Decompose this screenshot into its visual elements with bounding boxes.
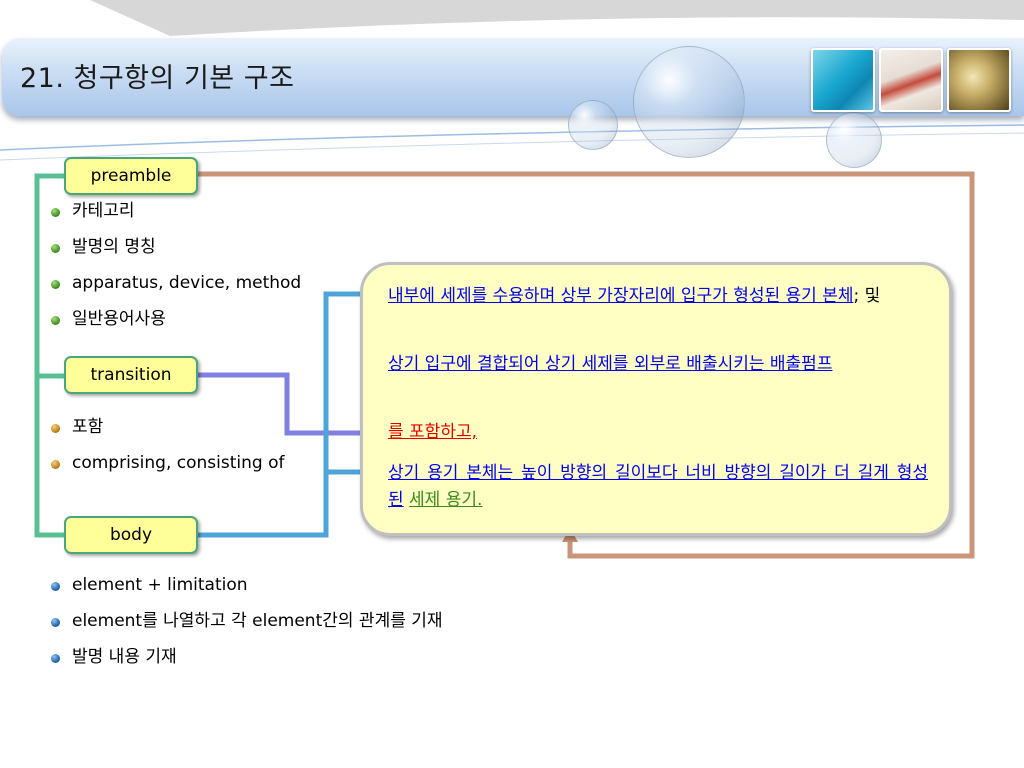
list-item: 발명의 명칭 — [50, 236, 301, 272]
bullet-icon — [51, 460, 60, 469]
claim-element-1: 내부에 세제를 수용하며 상부 가장자리에 입구가 형성된 용기 본체; 및 — [388, 283, 928, 310]
list-item: element + limitation — [50, 574, 443, 610]
body-label: body — [64, 516, 198, 554]
transition-label: transition — [64, 356, 198, 394]
bullet-icon — [51, 280, 60, 289]
list-item: 포함 — [50, 416, 284, 452]
bubble-small — [568, 100, 618, 150]
claim-link-detergent-container[interactable]: 세제 용기. — [409, 490, 483, 510]
claim-element-2: 상기 입구에 결합되어 상기 세제를 외부로 배출시키는 배출펌프 — [388, 351, 928, 378]
bullet-icon — [51, 316, 60, 325]
bullet-icon — [51, 582, 60, 591]
list-item: 카테고리 — [50, 200, 301, 236]
claim-link-discharge-pump[interactable]: 상기 입구에 결합되어 상기 세제를 외부로 배출시키는 배출펌프 — [388, 354, 833, 374]
claim-element-3: 상기 용기 본체는 높이 방향의 길이보다 너비 방향의 길이가 더 길게 형성… — [388, 460, 928, 514]
claim-link-comprising[interactable]: 를 포함하고, — [388, 422, 478, 442]
bullet-icon — [51, 208, 60, 217]
list-item: 일반용어사용 — [50, 308, 301, 344]
bubble-large — [633, 46, 745, 158]
slide-title: 21. 청구항의 기본 구조 — [20, 63, 295, 94]
bubble-right — [826, 112, 882, 168]
claim-transition: 를 포함하고, — [388, 419, 928, 446]
thumbnail-plant — [947, 48, 1011, 112]
bullet-icon — [51, 618, 60, 627]
claim-link-body-shape[interactable]: 상기 용기 본체는 높이 방향의 길이보다 너비 방향의 길이가 더 길게 형성… — [388, 463, 928, 510]
thumbnail-seal — [879, 48, 943, 112]
bullet-icon — [51, 244, 60, 253]
bullet-icon — [51, 424, 60, 433]
bullet-icon — [51, 654, 60, 663]
preamble-label: preamble — [64, 157, 198, 195]
claim-link-container-body[interactable]: 내부에 세제를 수용하며 상부 가장자리에 입구가 형성된 용기 본체 — [388, 286, 854, 306]
thumbnail-fabric — [811, 48, 875, 112]
list-item: element를 나열하고 각 element간의 관계를 기재 — [50, 610, 443, 646]
preamble-list: 카테고리 발명의 명칭 apparatus, device, method 일반… — [50, 200, 301, 344]
list-item: comprising, consisting of — [50, 452, 284, 488]
list-item: apparatus, device, method — [50, 272, 301, 308]
claim-box — [360, 262, 952, 536]
claim-conjunction: ; 및 — [853, 286, 881, 306]
list-item: 발명 내용 기재 — [50, 646, 443, 682]
body-list: element + limitation element를 나열하고 각 ele… — [50, 574, 443, 682]
transition-list: 포함 comprising, consisting of — [50, 416, 284, 488]
